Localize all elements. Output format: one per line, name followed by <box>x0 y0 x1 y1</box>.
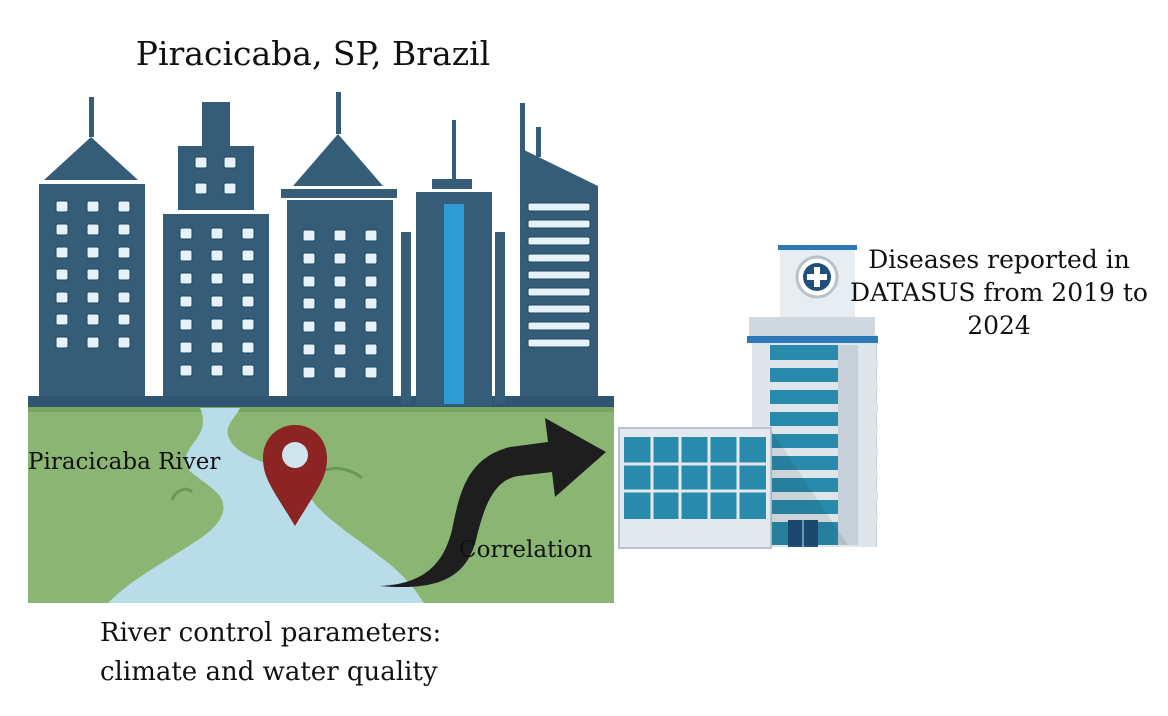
skyline-windows <box>55 156 591 379</box>
correlation-label: Correlation <box>459 537 593 563</box>
city-skyline-icon <box>28 92 614 407</box>
curved-arrow-icon <box>380 418 606 588</box>
riverbank-ground <box>28 405 614 603</box>
windows-building-1 <box>55 200 131 349</box>
parameters-label: River control parameters: climate and wa… <box>100 618 442 687</box>
river-label: Piracicaba River <box>28 449 221 475</box>
windows-building-3 <box>302 229 378 379</box>
windows-building-5 <box>527 202 591 348</box>
hospital-icon <box>618 245 878 549</box>
diseases-label: Diseases reported in DATASUS from 2019 t… <box>850 245 1148 340</box>
page-title: Piracicaba, SP, Brazil <box>135 34 491 73</box>
windows-building-2 <box>179 156 255 377</box>
location-pin-icon <box>263 425 327 526</box>
river-shape <box>108 408 424 603</box>
